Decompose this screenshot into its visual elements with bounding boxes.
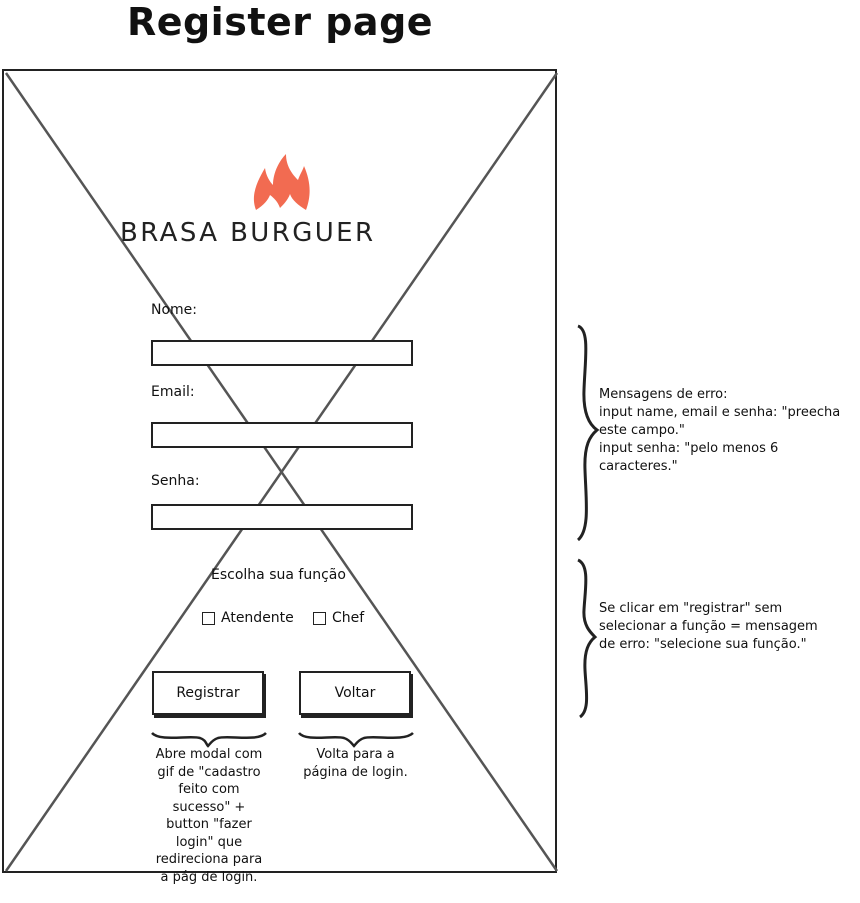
name-input[interactable] — [151, 340, 413, 366]
role-option-label: Chef — [332, 610, 365, 626]
role-option-label: Atendente — [221, 610, 294, 626]
page-title: Register page — [126, 0, 434, 44]
password-label: Senha: — [151, 473, 200, 489]
back-button[interactable]: Voltar — [299, 671, 411, 715]
name-label: Nome: — [151, 302, 198, 318]
brand-name: BRASA BURGUER — [120, 218, 376, 248]
register-button[interactable]: Registrar — [152, 671, 264, 715]
role-option-atendente[interactable]: Atendente — [202, 610, 294, 626]
role-error-note: Se clicar em "registrar" sem selecionar … — [599, 601, 818, 652]
flame-logo-icon — [253, 154, 310, 210]
checkbox-icon[interactable] — [202, 611, 215, 625]
role-option-chef[interactable]: Chef — [313, 610, 364, 626]
role-title: Escolha sua função — [211, 567, 346, 583]
register-note: Abre modal com gif de "cadastro feito co… — [155, 747, 263, 885]
email-input[interactable] — [151, 422, 413, 448]
error-messages-note: Mensagens de erro: input name, email e s… — [599, 387, 841, 474]
back-note: Volta para a página de login. — [303, 747, 408, 780]
placeholder-cross — [4, 72, 559, 872]
checkbox-icon[interactable] — [313, 611, 326, 625]
wireframe-frame — [2, 69, 559, 873]
email-label: Email: — [151, 384, 195, 400]
password-input[interactable] — [151, 504, 413, 530]
